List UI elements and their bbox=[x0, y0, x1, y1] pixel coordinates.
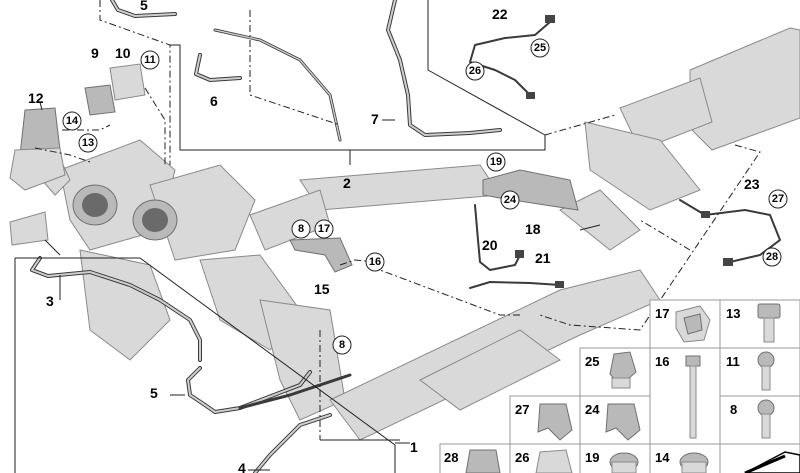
sensor-wire-20-21 bbox=[469, 204, 564, 289]
center-catalyst-right bbox=[559, 121, 701, 251]
grid-label-28: 28 bbox=[444, 450, 458, 465]
svg-text:25: 25 bbox=[534, 42, 546, 54]
circle-callout-26: 26 bbox=[465, 61, 485, 81]
callout-12: 12 bbox=[28, 90, 44, 106]
circle-callout-28: 28 bbox=[762, 247, 782, 267]
grid-label-24: 24 bbox=[585, 402, 600, 417]
label-tag-icon bbox=[744, 451, 800, 473]
stud-bolt-16-icon bbox=[685, 355, 701, 439]
circle-callout-19: 19 bbox=[486, 152, 506, 172]
clip-28-icon bbox=[465, 449, 501, 473]
grid-label-17: 17 bbox=[655, 306, 669, 321]
circle-callout-13: 13 bbox=[78, 133, 98, 153]
svg-text:19: 19 bbox=[490, 156, 502, 168]
circle-callout-14: 14 bbox=[62, 111, 82, 131]
callout-18: 18 bbox=[525, 221, 541, 237]
callout-6: 6 bbox=[210, 93, 218, 109]
circle-callout-8-top: 8 bbox=[291, 219, 311, 239]
callout-9: 9 bbox=[91, 45, 99, 61]
svg-text:24: 24 bbox=[504, 194, 517, 206]
svg-text:8: 8 bbox=[339, 339, 345, 351]
screw-8-icon bbox=[757, 399, 775, 439]
svg-text:8: 8 bbox=[298, 223, 304, 235]
front-catalytic-converters bbox=[59, 139, 256, 261]
bolt-13-icon bbox=[757, 303, 781, 343]
grid-label-25: 25 bbox=[585, 354, 599, 369]
manifold-downpipes bbox=[79, 249, 346, 421]
part-callouts: 1 2 3 4 5 5 6 7 9 10 12 15 18 20 21 22 2… bbox=[28, 0, 760, 473]
circled-callouts: 8 8 11 13 14 16 17 19 24 25 26 27 28 bbox=[62, 38, 788, 355]
pipe-3 bbox=[30, 256, 202, 362]
callout-7: 7 bbox=[371, 111, 379, 127]
svg-text:27: 27 bbox=[772, 193, 784, 205]
circle-callout-8-bottom: 8 bbox=[332, 335, 352, 355]
callout-15: 15 bbox=[314, 281, 330, 297]
bracket-12 bbox=[9, 107, 66, 191]
clamp-27-icon bbox=[537, 403, 573, 441]
nut-19-icon bbox=[609, 452, 639, 473]
grid-label-26: 26 bbox=[515, 450, 529, 465]
sensor-wire-22 bbox=[469, 15, 555, 99]
grid-label-13: 13 bbox=[726, 306, 740, 321]
sensor-wire-23 bbox=[679, 199, 781, 266]
circle-callout-16: 16 bbox=[365, 252, 385, 272]
rear-muffler bbox=[619, 27, 800, 151]
bracket-18 bbox=[482, 169, 579, 211]
circle-callout-17: 17 bbox=[314, 219, 334, 239]
circle-callout-25: 25 bbox=[530, 38, 550, 58]
front-pipe-section bbox=[249, 164, 501, 251]
callout-20: 20 bbox=[482, 237, 498, 253]
screw-11-icon bbox=[757, 351, 775, 391]
svg-text:13: 13 bbox=[82, 137, 94, 149]
circle-callout-24: 24 bbox=[500, 190, 520, 210]
pipe-4 bbox=[253, 413, 332, 473]
nut-14-icon bbox=[679, 452, 709, 473]
sensor-9-10 bbox=[84, 63, 146, 116]
callout-10: 10 bbox=[115, 45, 131, 61]
svg-text:26: 26 bbox=[469, 65, 481, 77]
nut-clip-25-icon bbox=[609, 351, 637, 389]
circle-callout-11: 11 bbox=[140, 50, 160, 70]
clamp-24-icon bbox=[605, 403, 641, 441]
svg-text:17: 17 bbox=[318, 223, 330, 235]
pipe-5-bottom bbox=[186, 366, 352, 414]
svg-text:28: 28 bbox=[766, 251, 778, 263]
callout-4: 4 bbox=[238, 460, 246, 473]
callout-5-top: 5 bbox=[140, 0, 148, 13]
pipe-5-top bbox=[110, 0, 177, 18]
pipe-7 bbox=[386, 0, 502, 137]
grid-label-16: 16 bbox=[655, 354, 669, 369]
clip-26-icon bbox=[535, 449, 573, 473]
grid-label-8: 8 bbox=[730, 402, 737, 417]
svg-text:14: 14 bbox=[66, 115, 79, 127]
bracket-15 bbox=[289, 237, 353, 273]
callout-1: 1 bbox=[410, 439, 418, 455]
grid-label-11: 11 bbox=[726, 354, 740, 369]
parts-grid: 17 13 25 16 11 27 24 8 28 26 19 14 bbox=[439, 299, 800, 473]
leader-lines bbox=[14, 0, 761, 473]
grid-label-14: 14 bbox=[655, 450, 670, 465]
callout-23: 23 bbox=[744, 176, 760, 192]
grid-label-27: 27 bbox=[515, 402, 529, 417]
callout-3: 3 bbox=[46, 293, 54, 309]
callout-21: 21 bbox=[535, 250, 551, 266]
callout-22: 22 bbox=[492, 6, 508, 22]
clip-17-icon bbox=[675, 305, 711, 343]
callout-2: 2 bbox=[343, 175, 351, 191]
pipe-6 bbox=[194, 28, 342, 142]
svg-text:16: 16 bbox=[369, 256, 381, 268]
callout-5-bottom: 5 bbox=[150, 385, 158, 401]
svg-text:11: 11 bbox=[144, 54, 156, 66]
grid-label-19: 19 bbox=[585, 450, 599, 465]
circle-callout-27: 27 bbox=[768, 189, 788, 209]
